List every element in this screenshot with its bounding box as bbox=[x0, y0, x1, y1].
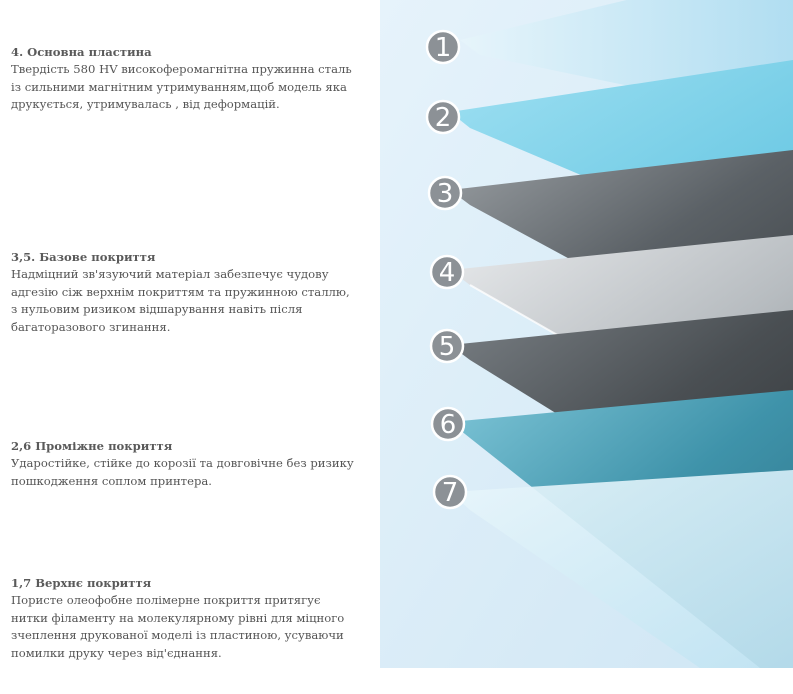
layer-title: 4. Основна пластина bbox=[11, 45, 152, 59]
layer-stack-illustration: 1 2 3 4 5 6 7 bbox=[380, 0, 793, 668]
marker-circle bbox=[429, 328, 465, 364]
marker-4: 4 bbox=[429, 254, 465, 290]
marker-circle bbox=[430, 406, 466, 442]
layer-body: Надміцний зв'язуючий матеріал забезпечує… bbox=[11, 267, 350, 334]
marker-circle bbox=[425, 29, 461, 65]
marker-3: 3 bbox=[427, 175, 463, 211]
layer-description-base-plate: 4. Основна пластина Твердість 580 HV вис… bbox=[11, 44, 356, 114]
marker-number: 4 bbox=[439, 258, 456, 288]
layer-description-base-coating: 3,5. Базове покриття Надміцний зв'язуючи… bbox=[11, 249, 356, 336]
marker-6: 6 bbox=[430, 406, 466, 442]
marker-5: 5 bbox=[429, 328, 465, 364]
layer-body: Ударостійке, стійке до корозії та довгов… bbox=[11, 456, 354, 488]
layer-stack-svg: 1 2 3 4 5 6 7 bbox=[380, 0, 793, 668]
marker-number: 7 bbox=[442, 478, 459, 508]
layer-title: 1,7 Верхнє покриття bbox=[11, 576, 152, 590]
description-column: 4. Основна пластина Твердість 580 HV вис… bbox=[0, 0, 380, 694]
layer-7-shape bbox=[450, 470, 793, 668]
marker-circle bbox=[425, 99, 461, 135]
marker-7: 7 bbox=[432, 474, 468, 510]
layer-title: 3,5. Базове покриття bbox=[11, 250, 156, 264]
marker-circle bbox=[429, 254, 465, 290]
marker-circle bbox=[432, 474, 468, 510]
marker-number: 5 bbox=[439, 332, 456, 362]
marker-2: 2 bbox=[425, 99, 461, 135]
marker-number: 6 bbox=[440, 410, 457, 440]
marker-1: 1 bbox=[425, 29, 461, 65]
layer-body: Пористе олеофобне полімерне покриття при… bbox=[11, 593, 345, 660]
marker-number: 1 bbox=[435, 33, 452, 63]
layer-body: Твердість 580 HV високоферомагнітна пруж… bbox=[11, 62, 352, 112]
marker-number: 3 bbox=[437, 179, 454, 209]
marker-number: 2 bbox=[435, 103, 452, 133]
marker-circle bbox=[427, 175, 463, 211]
layer-description-top-coating: 1,7 Верхнє покриття Пористе олеофобне по… bbox=[11, 575, 356, 662]
layer-title: 2,6 Проміжне покриття bbox=[11, 439, 173, 453]
layer-description-intermediate-coating: 2,6 Проміжне покриття Ударостійке, стійк… bbox=[11, 438, 356, 490]
